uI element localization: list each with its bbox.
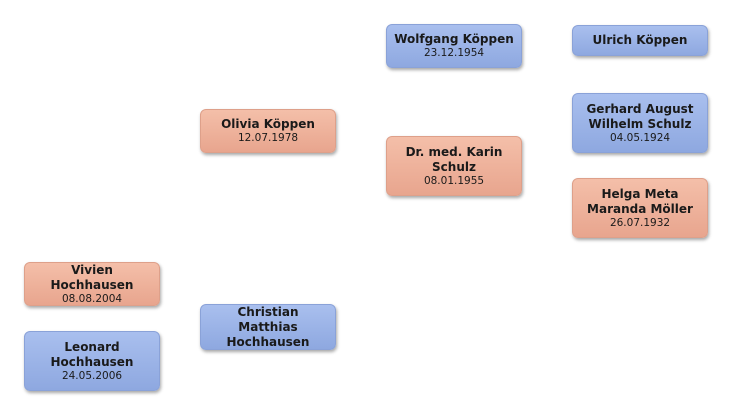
person-name: Vivien Hochhausen [50, 262, 134, 292]
person-birth-date: 04.05.1924 [609, 131, 671, 144]
person-node-olivia-koeppen[interactable]: Olivia Köppen 12.07.1978 [200, 109, 336, 153]
person-birth-date: 26.07.1932 [609, 216, 671, 229]
person-birth-date: 12.07.1978 [237, 132, 299, 144]
person-name: Leonard Hochhausen [50, 339, 134, 369]
person-name: Ulrich Köppen [592, 33, 688, 47]
person-node-vivien-hochhausen[interactable]: Vivien Hochhausen 08.08.2004 [24, 262, 160, 306]
person-node-helga-moeller[interactable]: Helga Meta Maranda Möller 26.07.1932 [572, 178, 708, 238]
person-name: Dr. med. Karin Schulz [405, 144, 503, 174]
person-node-karin-schulz[interactable]: Dr. med. Karin Schulz 08.01.1955 [386, 136, 522, 196]
person-birth-date: 23.12.1954 [423, 47, 485, 59]
person-node-leonard-hochhausen[interactable]: Leonard Hochhausen 24.05.2006 [24, 331, 160, 391]
person-name: Helga Meta Maranda Möller [587, 186, 693, 216]
person-node-wolfgang-koeppen[interactable]: Wolfgang Köppen 23.12.1954 [386, 24, 522, 68]
person-name: Christian Matthias Hochhausen [226, 304, 310, 349]
person-node-gerhard-schulz[interactable]: Gerhard August Wilhelm Schulz 04.05.1924 [572, 93, 708, 153]
person-birth-date: 08.01.1955 [423, 174, 485, 187]
person-birth-date: 24.05.2006 [61, 369, 123, 382]
person-birth-date: 08.08.2004 [61, 292, 123, 305]
person-name: Gerhard August Wilhelm Schulz [586, 101, 694, 131]
person-name: Olivia Köppen [221, 117, 315, 131]
person-name: Wolfgang Köppen [394, 32, 514, 46]
person-node-christian-hochhausen[interactable]: Christian Matthias Hochhausen [200, 304, 336, 350]
person-node-ulrich-koeppen[interactable]: Ulrich Köppen [572, 25, 708, 56]
